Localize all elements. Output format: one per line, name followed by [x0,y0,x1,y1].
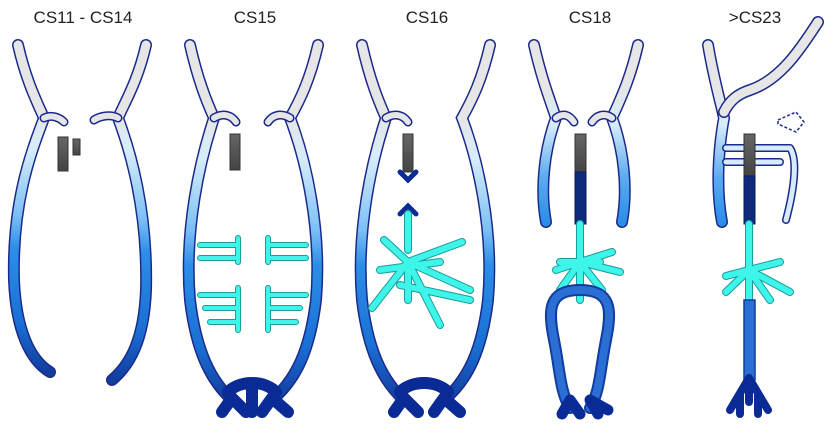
vessel-stump [575,134,586,172]
panel-cs23 [708,22,818,414]
collateral-vessels [726,148,794,220]
central-trunk-dark [575,172,586,224]
panel-cs16 [361,45,490,412]
vessel-stump [230,134,240,170]
panel-cs18 [534,45,638,414]
vessel-stump [403,134,413,172]
iliac-bifurcation [394,383,460,412]
panel-cs15 [189,45,318,412]
panel-cs11-cs14 [14,45,146,380]
cyan-sprouts [200,238,306,330]
vessel-tip-top [400,172,416,180]
central-trunk-dark [744,176,755,224]
dotted-sprout [778,112,804,132]
vessel-stump [58,137,68,171]
iliac-bifurcation [222,383,288,412]
vessel-stump-small [73,139,80,155]
vessel-stump [744,134,755,176]
lower-trunk [744,300,755,380]
iliac-bifurcation [730,378,768,414]
